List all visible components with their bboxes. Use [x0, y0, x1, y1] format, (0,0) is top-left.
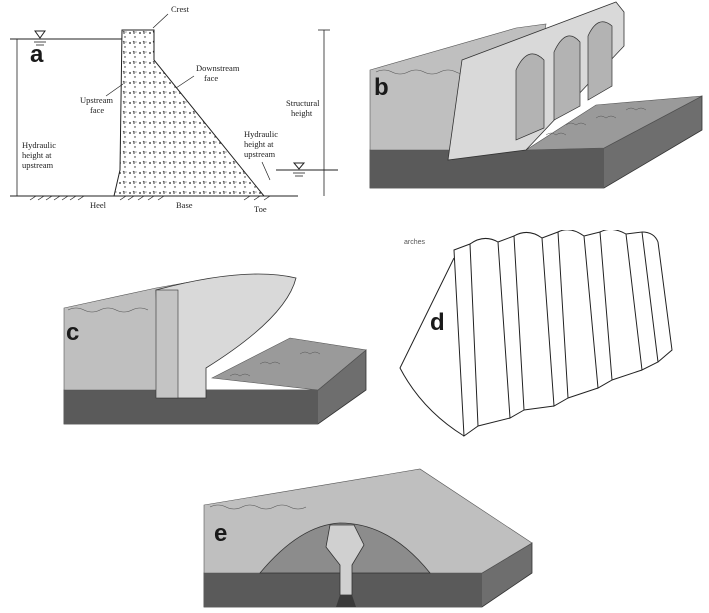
panel-letter-c: c: [66, 319, 79, 346]
panel-c-arch-dam: c: [60, 268, 370, 428]
caption-arches: arches: [404, 239, 426, 246]
label-downstream-face: Downstream: [196, 63, 240, 73]
panel-letter-d: d: [430, 309, 445, 336]
label-base: Base: [176, 200, 193, 210]
panel-d-buttress-arches: arches d: [392, 230, 692, 442]
label-upstream-face: Upstream: [80, 95, 113, 105]
panel-e-embankment-dam: e: [200, 465, 536, 613]
label-structural-height: Structural: [286, 98, 320, 108]
label-heel: Heel: [90, 200, 107, 210]
label-hydraulic-left-2: height at: [22, 150, 52, 160]
label-toe: Toe: [254, 204, 267, 214]
panel-letter-e: e: [214, 520, 227, 547]
label-structural-height-2: height: [291, 108, 313, 118]
label-hydraulic-right-1: Hydraulic: [244, 129, 278, 139]
label-hydraulic-right-2: height at: [244, 139, 274, 149]
water-level-symbol-right: [292, 162, 306, 170]
dam-body: [113, 29, 266, 197]
multiple-arch-dam-illustration: b: [369, 1, 703, 189]
buttress-arches-drawing: arches d: [399, 230, 673, 437]
label-hydraulic-left-3: upstream: [22, 160, 54, 170]
label-upstream-face-2: face: [90, 105, 104, 115]
water-level-symbol-left: [34, 30, 46, 39]
gravity-dam-diagram: Crest Downstream face Upstream face Stru…: [10, 4, 338, 214]
panel-letter-a: a: [30, 41, 44, 68]
label-hydraulic-right-3: upstream: [244, 149, 276, 159]
ground-hatching: [29, 195, 271, 201]
arch-dam-illustration: c: [63, 273, 367, 425]
label-downstream-face-2: face: [204, 73, 218, 83]
panel-letter-b: b: [374, 74, 389, 101]
panel-b-multiple-arch-dam: b: [366, 0, 707, 195]
label-hydraulic-left-1: Hydraulic: [22, 140, 56, 150]
panel-a-gravity-dam-section: Crest Downstream face Upstream face Stru…: [8, 0, 353, 215]
embankment-dam-illustration: e: [203, 468, 533, 608]
label-crest: Crest: [171, 4, 190, 14]
